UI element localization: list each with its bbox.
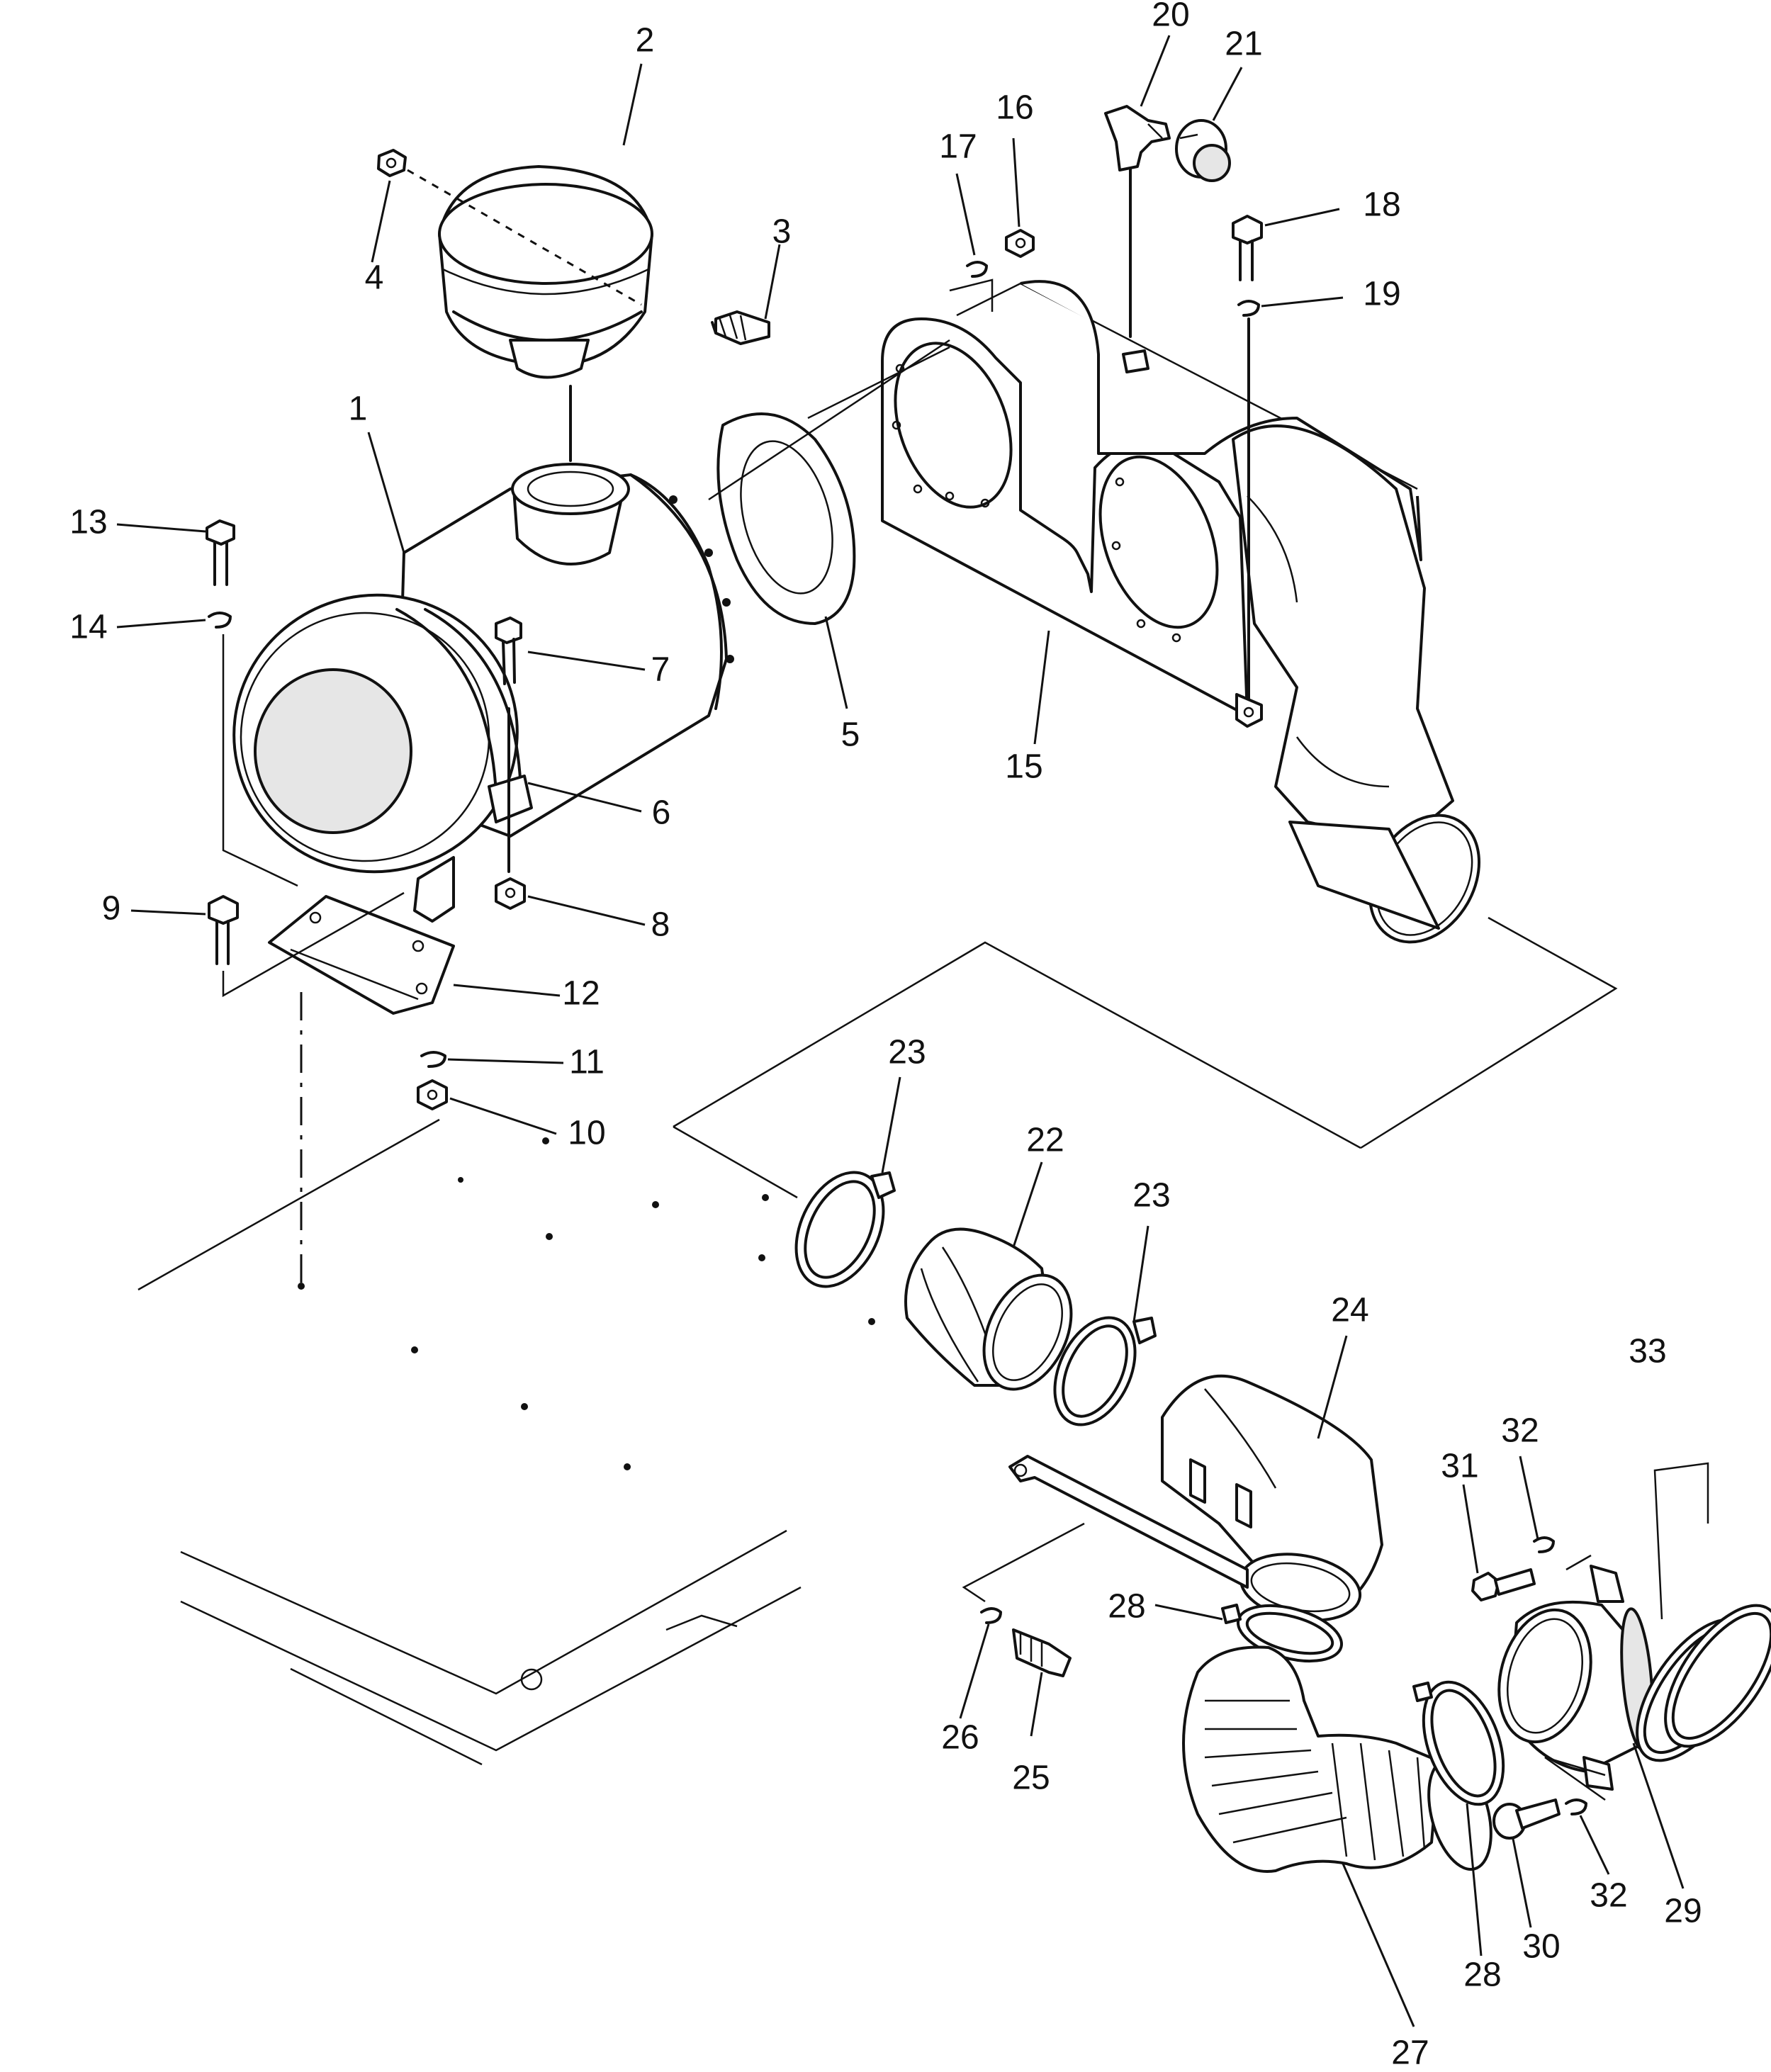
callout-12: 12 [562,975,600,1013]
callout-25: 25 [1012,1759,1050,1797]
callout-32b: 32 [1590,1877,1627,1915]
callout-30: 30 [1522,1928,1560,1966]
muffler-bracket-15 [881,280,1481,944]
callout-23b: 23 [1132,1177,1170,1215]
seal-rings-33 [1636,1604,1771,1762]
bolt-13 [206,519,235,586]
flexible-hose-27 [1182,1645,1492,1873]
nut-10 [417,1079,448,1110]
bolt-30 [1492,1798,1561,1840]
callout-10: 10 [568,1115,605,1152]
callout-23a: 23 [888,1034,926,1071]
washer-32a [1533,1536,1555,1553]
nut-8 [495,877,526,910]
washer-17-axis [949,278,994,312]
elbow-24 [1008,1374,1383,1622]
adapter-line-1 [1544,1756,1606,1801]
callout-11: 11 [569,1044,605,1081]
leader-lines [116,35,1685,2027]
callout-20: 20 [1152,0,1189,34]
callout-15: 15 [1005,748,1042,786]
bolt-9-axis [222,891,405,998]
callout-18: 18 [1363,186,1400,224]
bolt-9 [208,895,239,965]
hose-clamp-28b [1412,1680,1505,1806]
washer-19 [1237,300,1260,317]
washer-14 [208,612,232,629]
callout-26: 26 [941,1719,979,1757]
bolt-3 [711,310,770,345]
callout-16: 16 [996,89,1033,127]
bolt-13-axis [222,634,298,887]
callout-4: 4 [365,259,384,297]
callout-29: 29 [1664,1893,1702,1930]
washer-11 [420,1051,446,1068]
bracket-24-line [962,1522,1085,1603]
bracket-12 [268,895,455,1015]
air-cleaner-body [232,463,734,923]
hose-frame-line [673,941,1361,1149]
washer-26 [980,1607,1002,1624]
washer-17 [966,261,988,278]
callout-17: 17 [939,128,977,166]
adapter-29 [1497,1565,1657,1791]
gasket-5 [716,412,856,625]
callout-24: 24 [1331,1292,1368,1329]
precleaner-cap [407,165,653,379]
mounting-frame [137,1118,875,1766]
callout-31: 31 [1441,1448,1478,1485]
callout-19: 19 [1363,276,1400,313]
bolt-18 [1232,215,1263,281]
hose-clamp-23b [1053,1316,1157,1426]
callout-27: 27 [1391,2034,1429,2072]
nut-4 [377,149,407,177]
callout-5: 5 [841,716,860,754]
callout-labels: 1 2 3 4 5 6 7 8 9 10 11 12 13 14 15 16 1… [69,0,1702,2072]
callout-7: 7 [651,651,670,689]
callout-28b: 28 [1463,1956,1501,1994]
plug-21 [1175,119,1231,182]
hose-clamp-23a [794,1171,896,1288]
rubber-boot-22 [904,1227,1073,1391]
callout-9: 9 [102,890,121,928]
callout-6: 6 [652,794,671,832]
callout-8: 8 [651,906,670,944]
flange-line-2 [807,346,950,420]
callout-32a: 32 [1501,1412,1539,1450]
callout-13: 13 [69,504,107,541]
callout-22: 22 [1026,1122,1064,1159]
washer-32b [1565,1798,1587,1815]
bolt-31 [1471,1568,1536,1601]
callout-33: 33 [1629,1333,1666,1370]
bolt-25 [1012,1628,1072,1677]
callout-2: 2 [636,22,655,60]
callout-14: 14 [69,609,107,646]
nut-16 [1005,229,1035,258]
bolt-7 [495,616,522,685]
adapter-line-2 [1565,1554,1592,1571]
callout-1: 1 [349,390,368,428]
muffler-frame-line [1360,916,1618,1149]
elbow-fitting-20 [1104,105,1171,171]
rings-33-bracket [1653,1462,1709,1620]
callout-21: 21 [1225,26,1262,63]
callout-28a: 28 [1108,1588,1145,1626]
callout-3: 3 [772,213,792,251]
hose-frame-line-2 [673,1125,798,1199]
